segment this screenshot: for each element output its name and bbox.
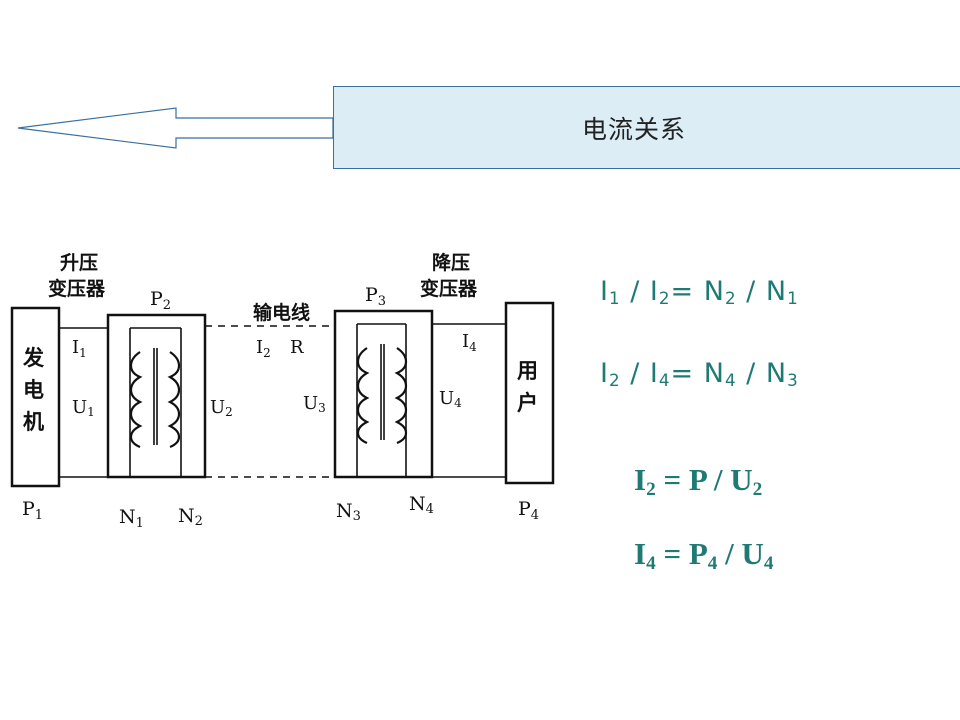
u2-label: U2: [210, 397, 233, 419]
n2-label: N2: [178, 505, 203, 529]
formula-4: I4 = P4 / U4: [634, 536, 774, 574]
left-arrow-icon: [17, 107, 334, 149]
r-label: R: [290, 337, 304, 358]
step-up-transformer: [106, 313, 207, 479]
n1-label: N1: [119, 506, 144, 531]
transmission-circuit-diagram: 升压 变压器 降压 变压器 输电线 发 电 机 用 户 P2 P3 I1 U1 …: [10, 251, 555, 531]
p2-label: P2: [150, 288, 171, 313]
user-box: [504, 301, 555, 485]
page-title: 电流关系: [582, 115, 687, 144]
i4-label: I4: [462, 331, 477, 354]
generator-label-2: 电: [23, 378, 44, 402]
user-label-2: 户: [517, 391, 538, 415]
step-down-label-2: 变压器: [420, 277, 478, 300]
n4-label: N4: [409, 493, 434, 517]
i2-label: I2: [256, 337, 271, 360]
step-down-label-1: 降压: [432, 251, 470, 274]
transmission-line-label: 输电线: [253, 301, 310, 324]
step-down-transformer: [333, 309, 434, 479]
i1-label: I1: [72, 337, 87, 360]
p1-label: P1: [22, 498, 43, 523]
title-banner: [333, 86, 960, 169]
user-label-1: 用: [517, 359, 538, 383]
u1-label: U1: [72, 397, 95, 419]
p3-label: P3: [365, 284, 386, 309]
p4-label: P4: [518, 498, 539, 523]
formula-1: I1 / I2= N2 / N1: [600, 276, 799, 309]
formula-3: I2 = P / U2: [634, 462, 763, 500]
step-up-label-1: 升压: [60, 252, 98, 274]
n3-label: N3: [336, 500, 361, 524]
generator-label-1: 发: [22, 346, 45, 370]
formula-2: I2 / I4= N4 / N3: [600, 358, 799, 391]
generator-label-3: 机: [23, 410, 44, 434]
step-up-label-2: 变压器: [48, 277, 106, 300]
u4-label: U4: [439, 388, 462, 410]
u3-label: U3: [303, 393, 326, 415]
generator-box: [10, 306, 61, 488]
